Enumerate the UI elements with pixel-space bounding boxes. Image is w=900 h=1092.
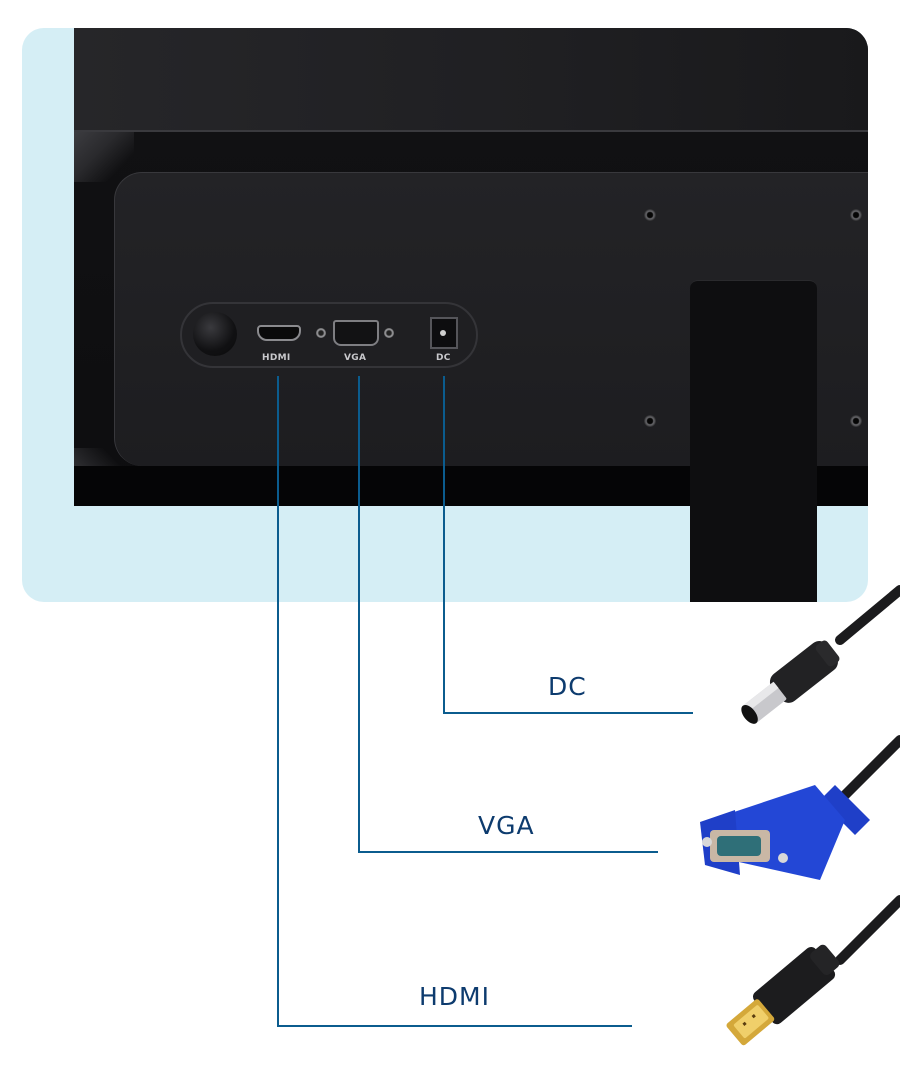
vga-port-label: VGA (344, 353, 367, 363)
vga-callout-line (358, 376, 360, 852)
bevel-corner (74, 132, 134, 182)
dc-port-label: DC (436, 353, 451, 363)
hdmi-callout-label: HDMI (419, 982, 490, 1011)
dc-callout-label: DC (548, 672, 587, 701)
dc-callout-line (443, 712, 693, 714)
monitor-ridge (74, 130, 868, 132)
hdmi-cable-icon (726, 895, 900, 1046)
power-button[interactable] (193, 312, 237, 356)
monitor-top-section (74, 28, 868, 130)
vga-port-icon (333, 320, 379, 346)
vga-screw-icon (384, 328, 394, 338)
vesa-screw-icon (850, 209, 862, 221)
vesa-screw-icon (644, 209, 656, 221)
vesa-screw-icon (850, 415, 862, 427)
hdmi-port-label: HDMI (262, 353, 291, 363)
vga-callout-label: VGA (478, 811, 535, 840)
vga-screw-icon (316, 328, 326, 338)
monitor-stand (690, 280, 817, 602)
hdmi-callout-line (277, 1025, 632, 1027)
dc-callout-line (443, 376, 445, 713)
vga-cable-icon (700, 735, 900, 880)
hdmi-port-icon (257, 325, 301, 341)
dc-cable-icon (741, 585, 900, 724)
hdmi-callout-line (277, 376, 279, 1026)
dc-pin-icon (440, 330, 446, 336)
vga-callout-line (358, 851, 658, 853)
vesa-screw-icon (644, 415, 656, 427)
